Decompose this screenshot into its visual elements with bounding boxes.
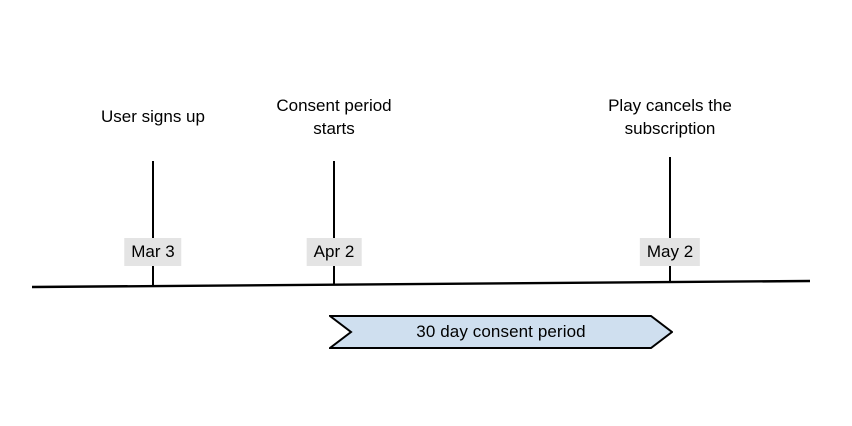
milestone-date-chip: Apr 2 xyxy=(306,238,362,266)
consent-period-banner: 30 day consent period xyxy=(329,315,673,349)
timeline-axis-line xyxy=(31,279,811,289)
milestone-date-chip: May 2 xyxy=(639,238,701,266)
milestone-label: Consent period starts xyxy=(276,96,392,138)
banner-label: 30 day consent period xyxy=(416,322,586,341)
milestone-label: User signs up xyxy=(101,107,205,126)
banner-chevron-shape xyxy=(329,315,673,349)
milestone-label: Play cancels the subscription xyxy=(608,96,732,138)
milestone-date-chip: Mar 3 xyxy=(124,238,182,266)
milestone-tick-lines xyxy=(152,157,671,286)
